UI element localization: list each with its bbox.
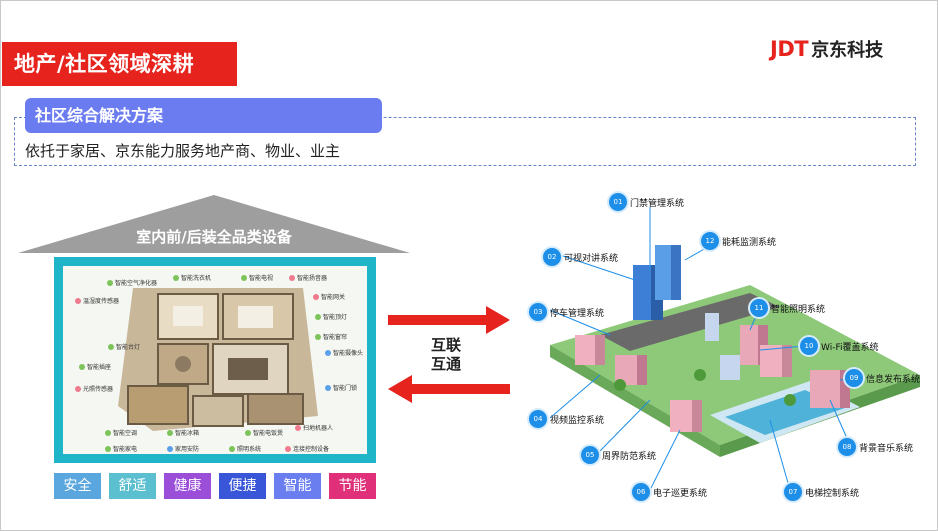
interconnect-label: 互联 互通 (431, 336, 462, 373)
system-number-badge: 03 (529, 303, 547, 321)
device-label: 智能摄像头 (325, 348, 363, 357)
device-label: 智能窗帘 (315, 332, 347, 341)
device-dot-icon (167, 429, 173, 436)
device-label: 智能电饭煲 (245, 428, 283, 437)
device-dot-icon (295, 424, 301, 431)
device-dot-icon (173, 274, 179, 281)
device-dot-icon (241, 274, 247, 281)
system-number-badge: 05 (581, 446, 599, 464)
device-label: 智能空调 (105, 428, 137, 437)
system-number-badge: 10 (800, 337, 818, 355)
smart-community-illustration (549, 207, 920, 491)
roof-label: 室内前/后装全品类设备 (136, 228, 292, 246)
device-dot-icon (108, 343, 114, 350)
solution-box (14, 117, 916, 166)
device-label: 连接控制设备 (285, 444, 329, 453)
tag-convenience: 便捷 (219, 473, 266, 499)
device-dot-icon (285, 445, 291, 452)
logo-mark: JDT (770, 37, 809, 61)
system-number-badge: 01 (609, 193, 627, 211)
device-dot-icon (325, 349, 331, 356)
house-roof (18, 195, 410, 253)
company-logo: JDT 京东科技 (770, 36, 883, 62)
device-label: 智能冰箱 (167, 428, 199, 437)
device-dot-icon (313, 293, 319, 300)
section-pill: 社区综合解决方案 (25, 98, 382, 133)
device-dot-icon (105, 429, 111, 436)
device-dot-icon (79, 363, 85, 370)
device-dot-icon (289, 274, 295, 281)
device-label: 智能网关 (313, 292, 345, 301)
device-label: 智能插座 (79, 362, 111, 371)
tag-comfort: 舒适 (109, 473, 156, 499)
tag-safety: 安全 (54, 473, 101, 499)
feature-tags: 安全 舒适 健康 便捷 智能 节能 (54, 473, 376, 499)
device-dot-icon (325, 384, 331, 391)
system-number-badge: 07 (784, 483, 802, 501)
arrow-left-icon (388, 375, 510, 403)
system-number-badge: 06 (632, 483, 650, 501)
device-label: 智能扬音器 (289, 273, 327, 282)
tag-health: 健康 (164, 473, 211, 499)
device-dot-icon (315, 333, 321, 340)
system-number-badge: 08 (838, 438, 856, 456)
device-label: 照明系统 (229, 444, 261, 453)
house-floorplan: 智能空气净化器 智能洗衣机 智能电视 智能扬音器 温湿度传感器 智能网关 智能顶… (54, 257, 376, 463)
device-label: 扫地机器人 (295, 423, 333, 432)
floorplan-image (118, 288, 318, 431)
device-label: 温湿度传感器 (75, 296, 119, 305)
device-label: 智能台灯 (108, 342, 140, 351)
section-description: 依托于家居、京东能力服务地产商、物业、业主 (25, 142, 341, 160)
system-number-badge: 02 (543, 248, 561, 266)
device-dot-icon (75, 385, 81, 392)
device-label: 光照传感器 (75, 384, 113, 393)
device-dot-icon (75, 297, 81, 304)
device-dot-icon (229, 445, 235, 452)
system-number-badge: 12 (701, 232, 719, 250)
device-label: 智能电视 (241, 273, 273, 282)
system-number-badge: 09 (845, 369, 863, 387)
device-label: 智能门锁 (325, 383, 357, 392)
system-number-badge: 11 (750, 299, 768, 317)
device-label: 智能顶灯 (315, 312, 347, 321)
device-dot-icon (105, 445, 111, 452)
system-number-badge: 04 (529, 410, 547, 428)
tag-energy-saving: 节能 (329, 473, 376, 499)
device-label: 智能洗衣机 (173, 273, 211, 282)
arrow-right-icon (388, 306, 510, 334)
page-title: 地产/社区领域深耕 (2, 42, 237, 86)
logo-text: 京东科技 (811, 40, 884, 61)
device-label: 智能空气净化器 (107, 278, 157, 287)
device-dot-icon (245, 429, 251, 436)
device-dot-icon (315, 313, 321, 320)
device-dot-icon (107, 279, 113, 286)
device-label: 智能家电 (105, 444, 137, 453)
device-dot-icon (167, 445, 173, 452)
tag-smart: 智能 (274, 473, 321, 499)
device-label: 家用安防 (167, 444, 199, 453)
